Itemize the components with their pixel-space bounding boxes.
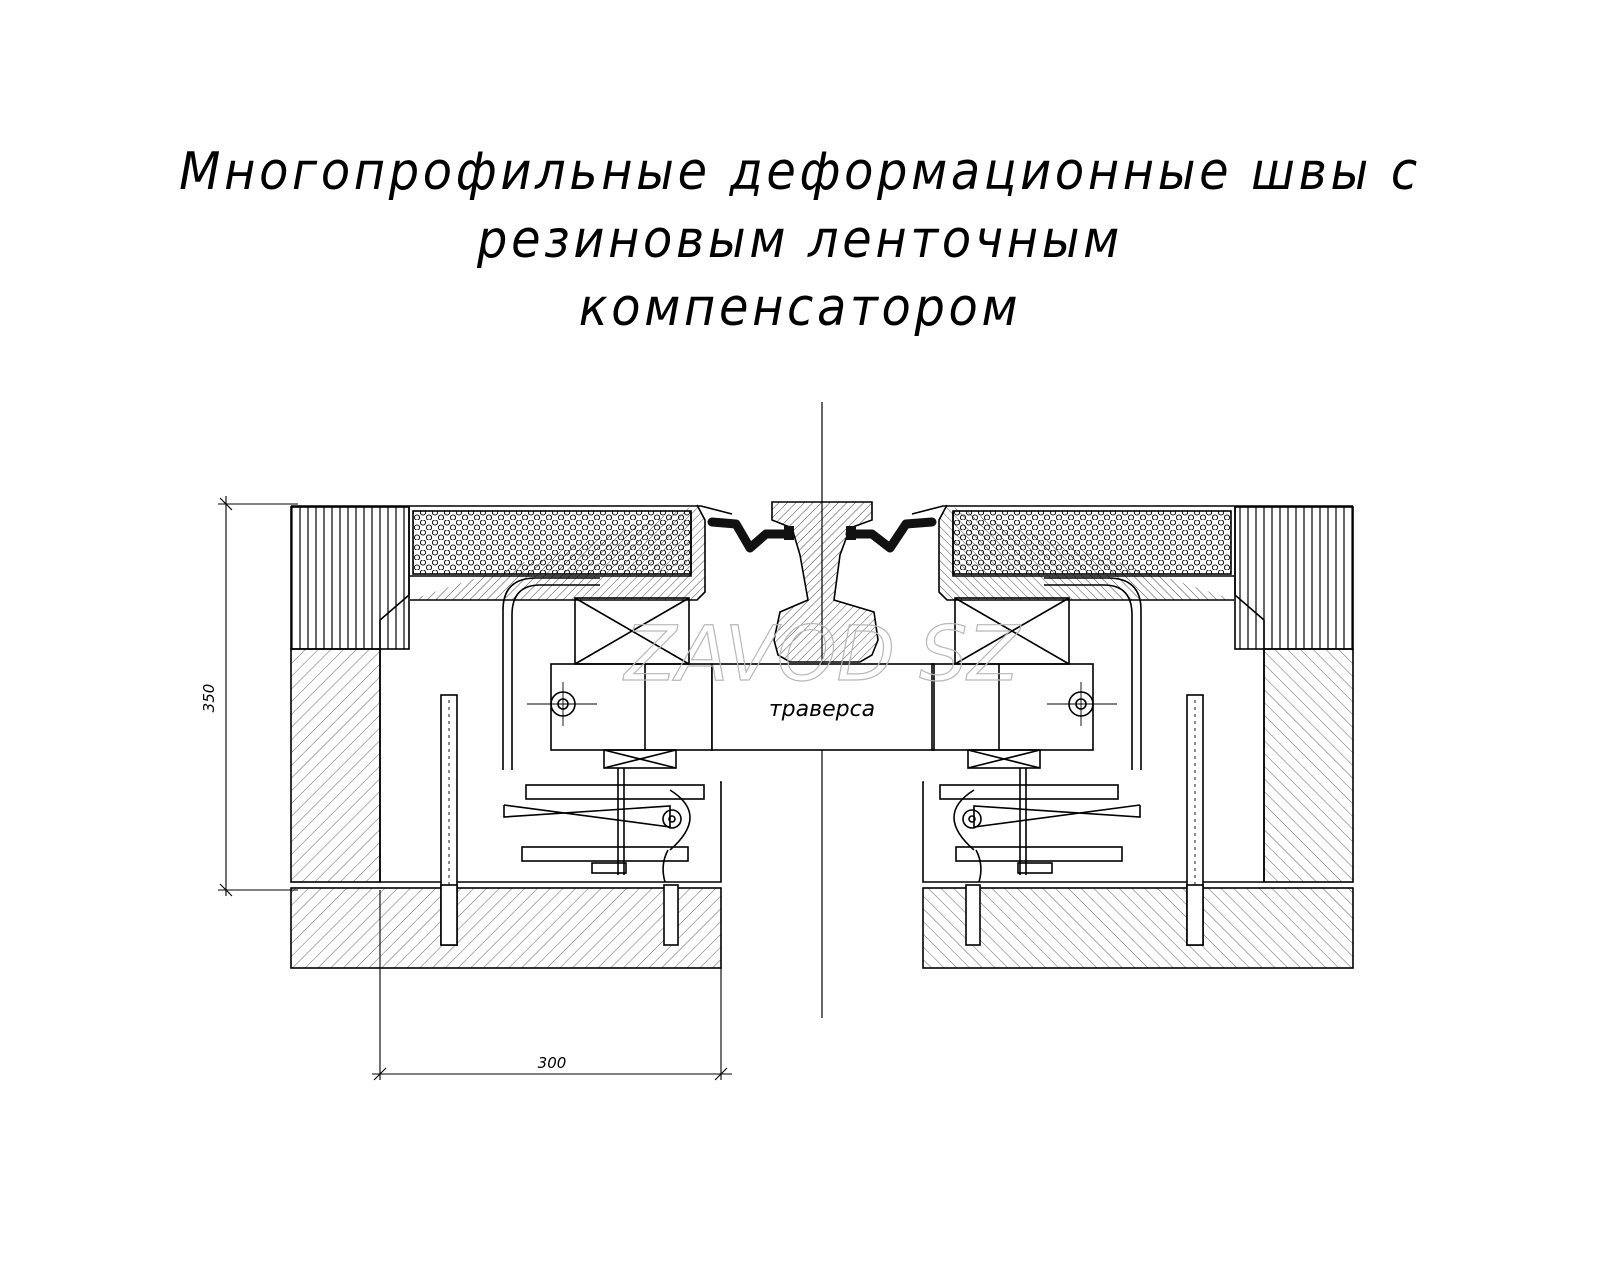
dimension-width-label: 300 [538,1054,567,1072]
dimension-width [372,890,732,1081]
watermark: ZAVOD SZ [622,609,1021,698]
dimension-height [218,496,298,897]
drawing-title: Многопрофильные деформационные швы с рез… [0,138,1600,342]
center-beam [711,402,935,1018]
title-line-2: резиновым ленточным [477,210,1123,270]
left-joint-half [290,504,733,969]
traverse-label: траверса [769,697,875,722]
left-asphalt-layer [290,506,410,650]
dimension-height-label: 350 [200,684,218,713]
rubber-seals [707,517,937,553]
left-bottom-slab [290,887,722,969]
title-line-3: компенсатором [578,278,1022,338]
right-rubber-seal [845,517,937,553]
right-joint-half [911,504,1354,969]
traverse-bar [711,663,935,751]
left-rubber-seal [707,517,795,553]
left-concrete-block [290,648,381,883]
title-line-1: Многопрофильные деформационные швы с [179,142,1421,202]
